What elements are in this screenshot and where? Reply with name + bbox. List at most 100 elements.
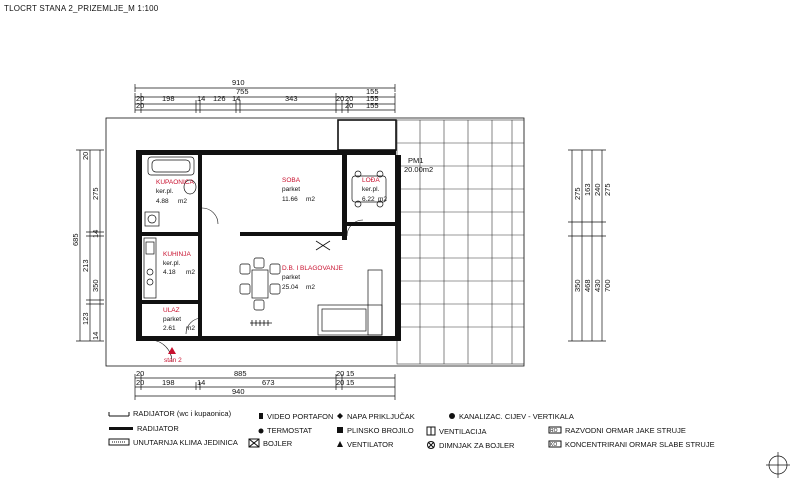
room-soba-unit: m2 <box>306 196 315 203</box>
dim-top-198: 198 <box>162 94 175 103</box>
gas-meter-icon <box>336 426 344 436</box>
dim-bottom-15b: 15 <box>346 378 354 387</box>
dim-bottom-198: 198 <box>162 378 175 387</box>
room-dnevni-name: D.B. I BLAGOVANJE <box>282 265 344 272</box>
dim-right-430: 430 <box>593 279 602 292</box>
legend-ac-unit: UNUTARNJA KLIMA JEDINICA <box>108 438 238 448</box>
entrance-label: stan 2 <box>164 357 182 364</box>
drain-pipe-icon <box>448 412 456 422</box>
dim-top-20d: 20 <box>136 101 144 110</box>
left-dimensions <box>76 149 104 342</box>
legend-ventilation: VENTILACIJA <box>426 426 487 438</box>
thermostat-icon <box>258 427 264 436</box>
dim-right-700: 700 <box>603 279 612 292</box>
dim-right-163: 163 <box>583 183 592 196</box>
bottom-dimensions <box>134 374 396 400</box>
dim-bottom-20c: 20 <box>136 378 144 387</box>
dim-top-755: 755 <box>236 87 249 96</box>
room-ulaz-unit: m2 <box>186 325 195 332</box>
legend-gas-meter: PLINSKO BROJILO <box>336 426 414 436</box>
dim-left-20a: 20 <box>81 152 90 160</box>
dim-bottom-15a: 15 <box>346 369 354 378</box>
room-dnevni-area: 25.04 <box>282 284 299 291</box>
radiator-wc-icon <box>108 410 130 419</box>
kitchen-counter <box>143 237 157 299</box>
dim-top-20c: 20 <box>345 94 353 103</box>
svg-text:RO: RO <box>550 428 558 434</box>
legend-radiator: RADIJATOR <box>108 424 179 434</box>
room-loda-floor: ker.pl. <box>362 186 380 193</box>
dim-top-126: 126 <box>213 94 226 103</box>
dim-bottom-total: 940 <box>232 387 245 396</box>
dim-right-275b: 275 <box>603 183 612 196</box>
room-kuhinja-area: 4.18 <box>163 269 176 276</box>
terrace-name: PM1 <box>408 156 423 165</box>
dim-left-total: 685 <box>71 233 80 246</box>
legend-video-intercom: VIDEO PORTAFON <box>258 412 333 422</box>
room-dnevni-floor: parket <box>282 274 300 281</box>
door-swings <box>149 207 364 363</box>
radiator-icon <box>108 425 134 434</box>
room-soba-floor: parket <box>282 186 300 193</box>
dim-bottom-20b: 20 <box>336 369 344 378</box>
bathroom-fixtures <box>144 156 197 227</box>
fan-icon <box>336 440 344 450</box>
room-ulaz-area: 2.61 <box>163 325 176 332</box>
dim-bottom-20a: 20 <box>136 369 144 378</box>
room-kupaonica-name: KUPAONICA <box>156 179 194 186</box>
dim-top-343: 343 <box>285 94 298 103</box>
dim-bottom-885: 885 <box>234 369 247 378</box>
dim-top-14a: 14 <box>197 94 205 103</box>
terrace-area: 20.00m2 <box>404 165 433 174</box>
room-ulaz-floor: parket <box>163 316 181 323</box>
room-dnevni-unit: m2 <box>306 284 315 291</box>
heavy-current-cabinet-icon: RO <box>548 426 562 436</box>
dim-bottom-20d: 20 <box>336 378 344 387</box>
video-intercom-icon <box>258 412 264 422</box>
room-loda-name: LOĐA <box>362 177 380 184</box>
dim-left-213: 213 <box>81 259 90 272</box>
room-kuhinja-floor: ker.pl. <box>163 260 181 267</box>
radiators <box>250 240 331 326</box>
room-kuhinja-name: KUHINJA <box>163 251 191 258</box>
sofa <box>317 269 383 336</box>
legend-power-connection: NAPA PRIKLJUČAK <box>336 412 415 422</box>
dim-top-14b: 14 <box>232 94 240 103</box>
legend-fan: VENTILATOR <box>336 440 393 450</box>
dining-table <box>239 257 281 311</box>
dim-left-14b: 14 <box>91 332 100 340</box>
loggia-table <box>351 170 387 208</box>
dim-top-155c: 155 <box>366 101 379 110</box>
dim-top-20: 20 <box>136 94 144 103</box>
dim-bottom-14: 14 <box>197 378 205 387</box>
drawing-title: TLOCRT STANA 2_PRIZEMLJE_M 1:100 <box>4 4 159 13</box>
room-kupaonica-unit: m2 <box>178 198 187 205</box>
legend-boiler: BOJLER <box>248 438 292 450</box>
boiler-chimney-icon <box>426 440 436 452</box>
legend-radiator-wc: RADIJATOR (wc i kupaonica) <box>108 409 231 419</box>
svg-text:KO: KO <box>550 442 557 448</box>
walls <box>136 119 401 341</box>
dim-right-240: 240 <box>593 183 602 196</box>
right-dimensions <box>568 149 606 342</box>
dim-right-468: 468 <box>583 279 592 292</box>
dim-right-350: 350 <box>573 279 582 292</box>
room-kupaonica-area: 4.88 <box>156 198 169 205</box>
top-dimensions <box>134 84 396 113</box>
room-kuhinja-unit: m2 <box>186 269 195 276</box>
room-soba-area: 11.66 <box>282 196 298 203</box>
dim-top-155: 155 <box>366 87 379 96</box>
entrance-marker <box>168 347 176 354</box>
north-arrow-icon <box>766 452 790 478</box>
ac-unit-icon <box>108 438 130 448</box>
room-ulaz-name: ULAZ <box>163 307 180 314</box>
room-loda-area: 6.22 <box>362 196 375 203</box>
low-current-cabinet-icon: KO <box>548 440 562 450</box>
dim-left-14: 14 <box>91 230 100 238</box>
legend-boiler-chimney: DIMNJAK ZA BOJLER <box>426 440 514 452</box>
legend-drain-pipe: KANALIZAC. CIJEV - VERTIKALA <box>448 412 574 422</box>
boiler-icon <box>248 438 260 450</box>
